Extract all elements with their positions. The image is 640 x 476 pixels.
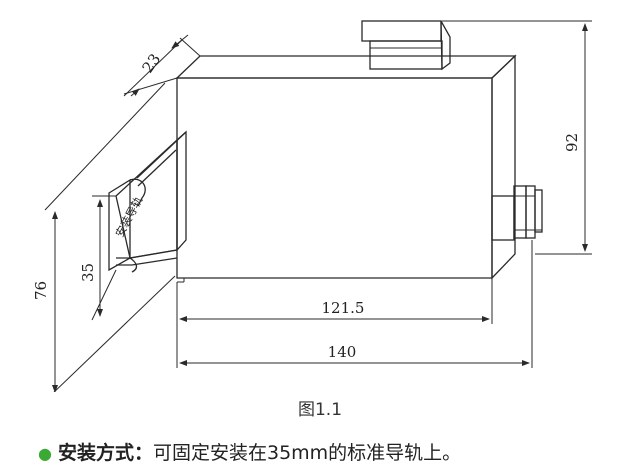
dim-width-inner: 121.5 bbox=[176, 278, 493, 324]
right-terminal bbox=[491, 185, 543, 241]
install-note-text: 可固定安装在35mm的标准导轨上。 bbox=[152, 442, 462, 464]
dim-rail-height: 76 bbox=[32, 82, 176, 392]
install-note-label: 安装方式： bbox=[57, 442, 153, 464]
dim-height-total-value: 92 bbox=[563, 133, 581, 152]
dim-rail-width-value: 35 bbox=[79, 263, 97, 282]
top-connector bbox=[361, 20, 451, 71]
dim-width-inner-value: 121.5 bbox=[322, 299, 365, 317]
dim-width-total: 140 bbox=[176, 240, 533, 368]
device-body bbox=[175, 54, 517, 283]
dim-rail-width: 35 bbox=[79, 195, 117, 321]
dim-depth-value: 23 bbox=[139, 50, 165, 76]
dim-rail-height-value: 76 bbox=[32, 281, 50, 300]
install-note: ● 安装方式：可固定安装在35mm的标准导轨上。 bbox=[38, 438, 461, 465]
dim-height-total: 92 bbox=[442, 20, 592, 255]
din-rail: 安装导轨 bbox=[108, 130, 187, 273]
figure-caption: 图1.1 bbox=[297, 400, 343, 420]
dim-width-total-value: 140 bbox=[328, 343, 357, 361]
device-drawing: 安装导轨 23 92 76 35 121.5 bbox=[32, 20, 592, 392]
bullet-icon: ● bbox=[38, 444, 52, 463]
